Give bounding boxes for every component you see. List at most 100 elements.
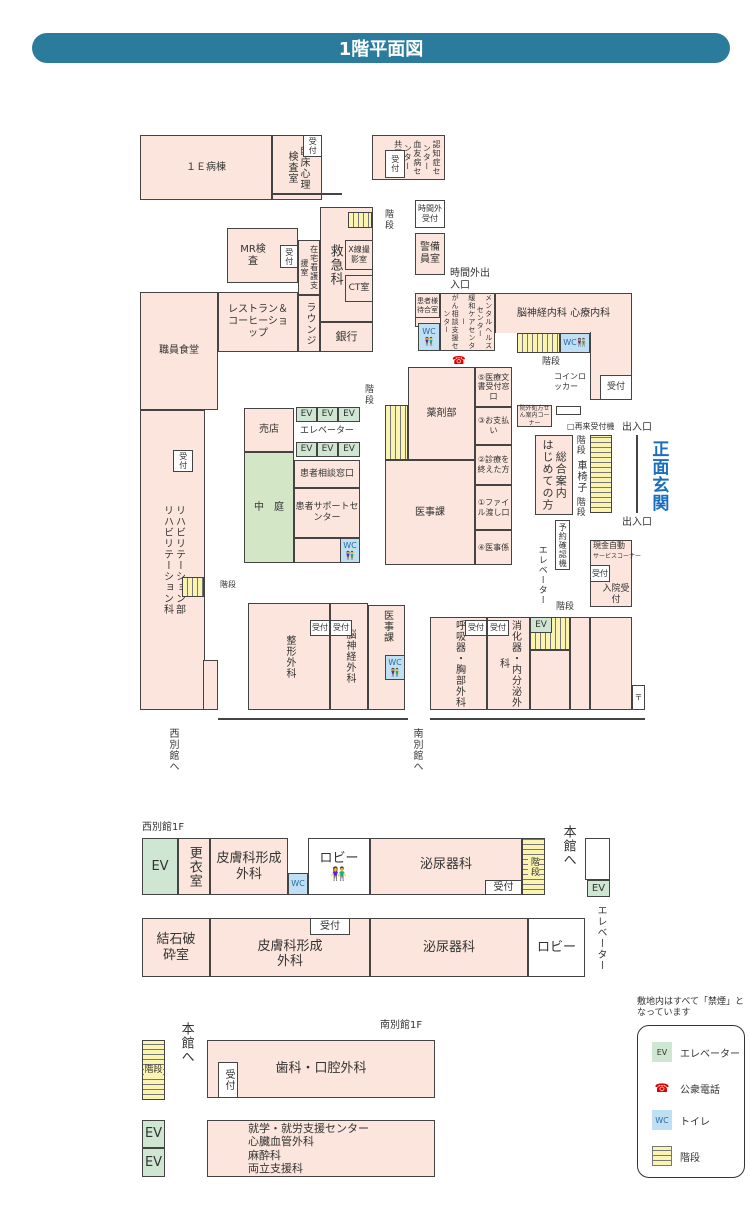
label: EV — [591, 882, 606, 894]
label: 現金自動 — [593, 541, 625, 550]
wall — [218, 718, 408, 720]
label: ロビー — [536, 939, 576, 955]
label: リハビリテーション部 — [173, 505, 185, 615]
elevator-icon: EV — [296, 407, 317, 422]
room — [585, 838, 610, 880]
label: 救急科 — [327, 243, 343, 286]
label: 受付 — [468, 623, 484, 633]
label: 患者相談窓口 — [299, 468, 354, 479]
no-smoking-note: 敷地内はすべて「禁煙」となっています — [637, 997, 745, 1018]
label: 受付 — [606, 382, 625, 393]
reception: 受付 — [590, 565, 610, 582]
stairs-icon — [182, 577, 204, 597]
wall — [430, 718, 645, 720]
toilet-icon: WC👫 — [418, 323, 440, 351]
label: 皮膚科形成外科 — [216, 850, 282, 882]
lobby: ロビー — [528, 918, 585, 977]
label: サービスコーナー — [593, 552, 642, 560]
window-5: ⑤医療文書受付窓口 — [475, 367, 512, 407]
label: １Ｅ病棟 — [186, 161, 226, 173]
room — [590, 617, 632, 710]
label: 受付 — [308, 137, 318, 155]
to-main-building: 本館へ — [178, 1022, 194, 1064]
coin-locker-label: コインロッカー — [554, 372, 586, 391]
label: 売店 — [259, 424, 279, 435]
wheelchair-label: 車椅子 — [575, 460, 586, 493]
label: ③お支払い — [477, 416, 510, 435]
window-1: ①ファイル渡し口 — [475, 485, 512, 530]
to-west-annex: 西別館へ — [167, 728, 178, 772]
room — [570, 617, 590, 710]
label: 脳神経内科 — [516, 307, 567, 319]
label: 泌尿器科 — [422, 939, 475, 955]
bank: 銀行 — [320, 322, 373, 352]
label: WC — [563, 338, 577, 348]
label: EV — [300, 444, 313, 455]
label: 心療内科 — [570, 307, 611, 319]
revisit-kiosk: □再来受付機 — [567, 422, 615, 431]
label: 臨床心理 — [298, 145, 309, 190]
entrance-door — [636, 435, 638, 513]
label: 受付 — [223, 1069, 234, 1091]
stairs-label: 階段 — [385, 210, 395, 231]
label: 公衆電話 — [680, 1084, 720, 1096]
room-home-nursing: 在宅看護支援室 — [298, 240, 320, 295]
label: トイレ — [680, 1116, 710, 1128]
label: 職員食堂 — [159, 345, 199, 356]
label: 医事課 — [381, 610, 393, 643]
label: 中 庭 — [254, 501, 284, 513]
stairs-icon: 階段 — [522, 838, 545, 895]
label: 脳神経外科 — [344, 629, 355, 684]
room-dermatology: 皮膚科形成外科 — [210, 838, 288, 895]
reception: 受付 — [303, 135, 322, 157]
label: 緩和ケアセンター — [459, 294, 476, 350]
dept-label: 就学・就労支援センター — [248, 1122, 369, 1136]
room-dementia-center: 共同外来血友病センター認知症センター — [372, 135, 445, 180]
reception: 受付 — [280, 245, 298, 268]
west-annex-label: 西別館1F — [142, 822, 185, 833]
coin-locker — [556, 406, 581, 415]
patient-support-center: 患者サポートセンター — [294, 488, 360, 538]
label: 薬剤部 — [426, 407, 457, 419]
label: 血友病センター — [403, 139, 422, 176]
label: EV — [144, 1154, 163, 1170]
reception: 受付 — [310, 918, 350, 935]
label: 再来受付機 — [574, 422, 615, 431]
lobby: ロビー👫 — [308, 838, 370, 895]
reception: 受付 — [218, 1062, 238, 1098]
reception: 受付 — [385, 150, 405, 178]
room-neurology-psychosomatic: 脳神経内科 心療内科 — [495, 293, 632, 333]
label: EV — [343, 409, 355, 420]
public-phone-icon: ☎ — [654, 1081, 670, 1095]
label: 患者様待合室 — [417, 297, 438, 314]
palliative-mental-center: がん相談支援センター緩和ケアセンターメンタルヘルスセンター — [440, 293, 495, 351]
room-employment-support: 就学・就労支援センター 心臓血管外科 麻酔科 両立支援科 — [207, 1120, 435, 1177]
prescription-corner: 院外処方せん案内コーナー — [517, 405, 552, 427]
label: EV — [535, 619, 547, 630]
reception: 受付 — [330, 620, 352, 636]
label: 受付 — [390, 155, 400, 173]
lithotripsy-room: 結石破砕室 — [142, 918, 210, 977]
elevator-icon: EV — [142, 1120, 165, 1148]
label: 在宅看護支援室 — [300, 245, 319, 290]
label: がん相談支援センター — [442, 294, 460, 350]
toilet-icon: WC👫 — [340, 538, 360, 563]
stairs-icon — [348, 212, 372, 228]
legend-phone: ☎ 公衆電話 — [652, 1078, 720, 1098]
label: 受付 — [284, 247, 294, 266]
label: CT室 — [348, 283, 370, 294]
reception: 受付 — [465, 620, 487, 636]
stairs-icon — [652, 1146, 672, 1166]
toilet-icon: WC — [288, 873, 308, 895]
label: 受付 — [312, 623, 328, 633]
elevator-label: エレベーター — [300, 426, 355, 436]
elevator-icon: EV — [142, 838, 178, 895]
elevator-icon: EV — [587, 880, 610, 897]
elevator-icon: EV — [317, 407, 338, 422]
reception: 受付 — [310, 620, 330, 636]
lounge: ラウンジ — [298, 295, 320, 352]
main-entrance-label: 正面玄関 — [648, 440, 669, 512]
label: X線撮影室 — [348, 245, 370, 264]
label: EV — [151, 858, 169, 874]
